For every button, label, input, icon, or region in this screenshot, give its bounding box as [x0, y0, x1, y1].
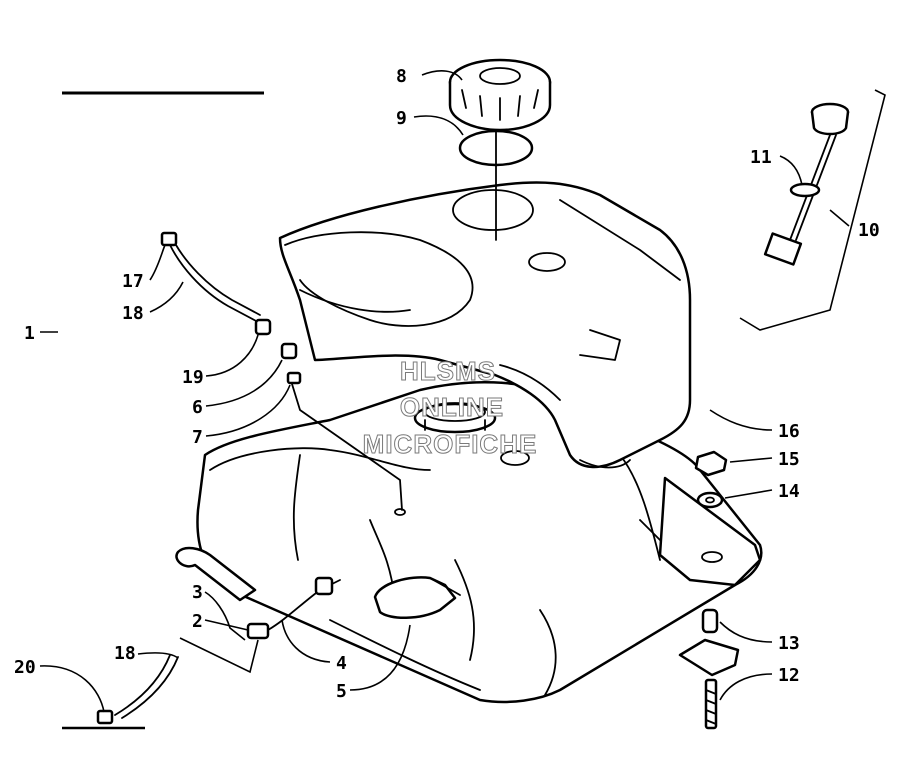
watermark-line-3: MICROFICHE: [363, 429, 538, 459]
callout-5: 5: [336, 681, 347, 702]
callout-18a: 18: [122, 303, 144, 324]
watermark-line-2: ONLINE: [400, 392, 504, 422]
leader-lines: [39, 70, 850, 713]
callout-19: 19: [182, 367, 204, 388]
gauge-bracket-line: [739, 89, 886, 331]
watermark-line-1: HLSMS: [400, 356, 496, 386]
callout-6: 6: [192, 397, 203, 418]
callout-16: 16: [778, 421, 800, 442]
callout-17: 17: [122, 271, 144, 292]
callout-3: 3: [192, 582, 203, 603]
callout-4: 4: [336, 653, 347, 674]
callout-20: 20: [14, 657, 36, 678]
fuel-tank: [196, 380, 763, 704]
callout-11: 11: [750, 147, 772, 168]
callout-14: 14: [778, 481, 800, 502]
callout-9: 9: [396, 108, 407, 129]
callout-12: 12: [778, 665, 800, 686]
vent-hose-assembly: [160, 231, 403, 511]
mount-hardware: [678, 450, 740, 730]
callout-2: 2: [192, 611, 203, 632]
callout-7: 7: [192, 427, 203, 448]
fuel-valve-assembly: [96, 546, 461, 725]
gauge-o-ring: [789, 182, 821, 198]
callout-10: 10: [858, 220, 880, 241]
callout-8: 8: [396, 66, 407, 87]
callout-1: 1: [24, 323, 35, 344]
gas-cap: [448, 58, 552, 132]
callout-13: 13: [778, 633, 800, 654]
watermark: HLSMS ONLINE MICROFICHE: [362, 356, 538, 460]
fuel-gauge: [763, 102, 850, 266]
callout-15: 15: [778, 449, 800, 470]
tank-shroud: [278, 181, 692, 469]
callout-18b: 18: [114, 643, 136, 664]
callout-labels: 8 9 11 10 17 18 1 19 6 7 16 15 14 3 2 18…: [14, 66, 880, 702]
